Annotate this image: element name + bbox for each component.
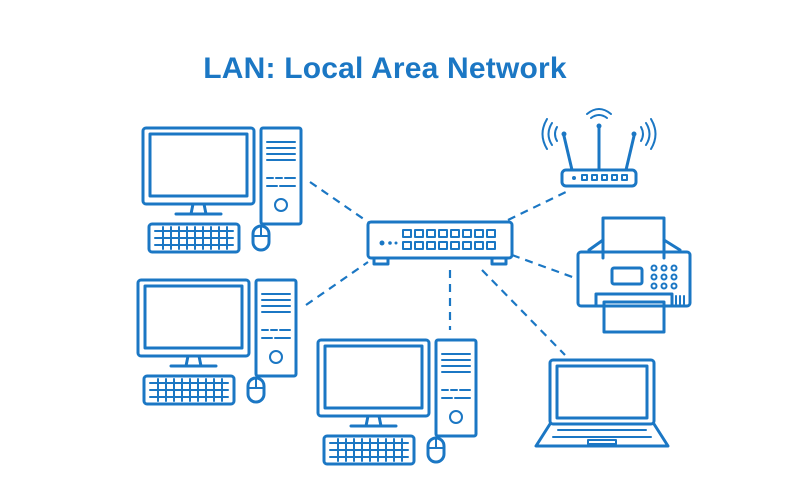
wifi-router-icon (541, 108, 657, 188)
desktop-computer-icon (136, 278, 298, 406)
connection-line (309, 181, 369, 223)
connection-line (305, 261, 369, 306)
desktop-computer-icon (316, 338, 478, 466)
diagram-title: LAN: Local Area Network (203, 52, 567, 85)
laptop-icon (534, 358, 670, 448)
connection-line (507, 189, 571, 221)
connection-line (511, 253, 576, 280)
connection-line (481, 269, 566, 356)
desktop-computer-icon (141, 126, 303, 254)
network-switch-icon (366, 220, 514, 266)
printer-icon (576, 216, 692, 334)
